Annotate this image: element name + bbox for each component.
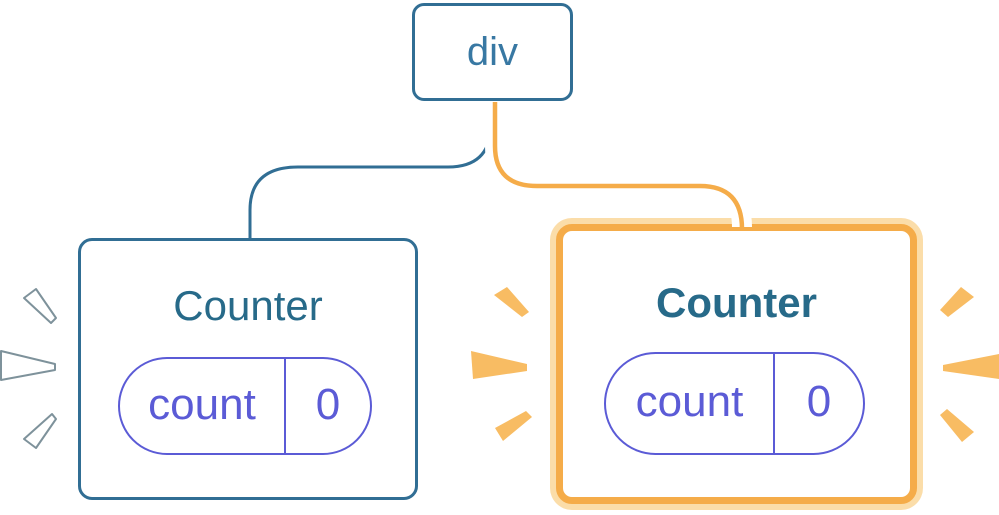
spark-left-top-icon xyxy=(23,288,57,324)
spark-right-middle-icon xyxy=(943,354,999,379)
spark-left-bottom-icon xyxy=(23,413,57,449)
counter-right-state-pill: count 0 xyxy=(604,352,865,455)
edge-to-left-counter xyxy=(248,102,493,240)
root-node-div: div xyxy=(412,3,573,101)
spark-middle-bottom-icon xyxy=(495,411,532,441)
spark-middle-top-icon xyxy=(494,287,529,317)
edge-to-right-counter xyxy=(492,102,745,230)
edge-to-right-counter-casing xyxy=(485,102,752,228)
counter-right-state-value: 0 xyxy=(773,354,863,453)
counter-left-state-key: count xyxy=(148,379,256,429)
counter-left-state-value: 0 xyxy=(284,359,370,453)
root-node-label: div xyxy=(466,29,519,74)
counter-left-title: Counter xyxy=(173,282,323,329)
spark-right-top-icon xyxy=(940,287,974,317)
counter-left-state-pill: count 0 xyxy=(118,357,372,455)
spark-left-middle-icon xyxy=(0,350,56,381)
spark-right-bottom-icon xyxy=(940,409,974,442)
counter-right-state-key: count xyxy=(635,377,744,426)
counter-right-title: Counter xyxy=(656,279,817,326)
spark-middle-middle-icon xyxy=(471,351,527,379)
